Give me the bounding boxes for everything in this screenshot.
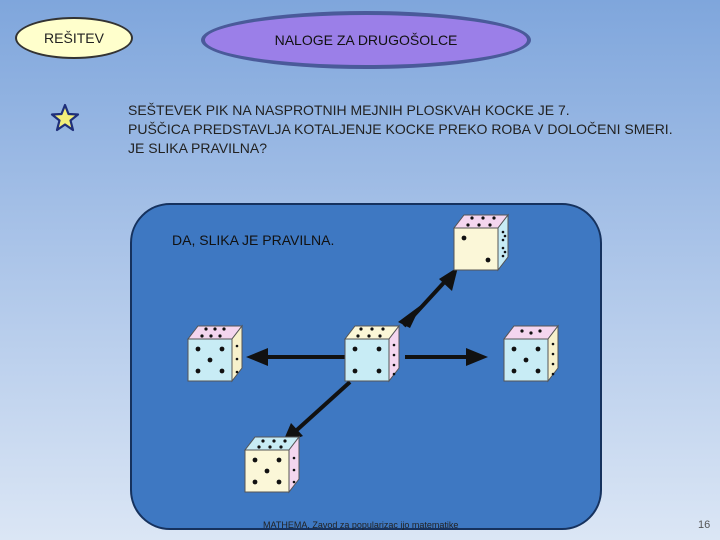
- task-line-2: PUŠČICA PREDSTAVLJA KOTALJENJE KOCKE PRE…: [128, 121, 673, 137]
- arrow-icon: [282, 380, 352, 444]
- die-icon: [343, 324, 401, 383]
- tasks-button[interactable]: NALOGE ZA DRUGOŠOLCE: [201, 11, 531, 69]
- star-icon[interactable]: [50, 103, 80, 133]
- arrow-icon: [246, 348, 345, 366]
- die-icon: [186, 324, 244, 383]
- die-icon: [452, 213, 510, 272]
- solution-button-label: REŠITEV: [44, 30, 104, 46]
- task-line-1: SEŠTEVEK PIK NA NASPROTNIH MEJNIH PLOSKV…: [128, 102, 570, 118]
- arrow-icon: [398, 267, 458, 328]
- task-text: SEŠTEVEK PIK NA NASPROTNIH MEJNIH PLOSKV…: [128, 101, 708, 158]
- task-line-3: JE SLIKA PRAVILNA?: [128, 140, 268, 156]
- answer-text: DA, SLIKA JE PRAVILNA.: [172, 232, 335, 248]
- tasks-button-label: NALOGE ZA DRUGOŠOLCE: [274, 32, 458, 48]
- die-icon: [502, 324, 560, 383]
- footer-credit: MATHEMA, Zavod za popularizac ijo matema…: [263, 520, 459, 530]
- arrow-icon: [405, 348, 488, 366]
- page-number: 16: [698, 519, 711, 531]
- solution-button[interactable]: REŠITEV: [15, 17, 133, 59]
- die-icon: [243, 435, 301, 494]
